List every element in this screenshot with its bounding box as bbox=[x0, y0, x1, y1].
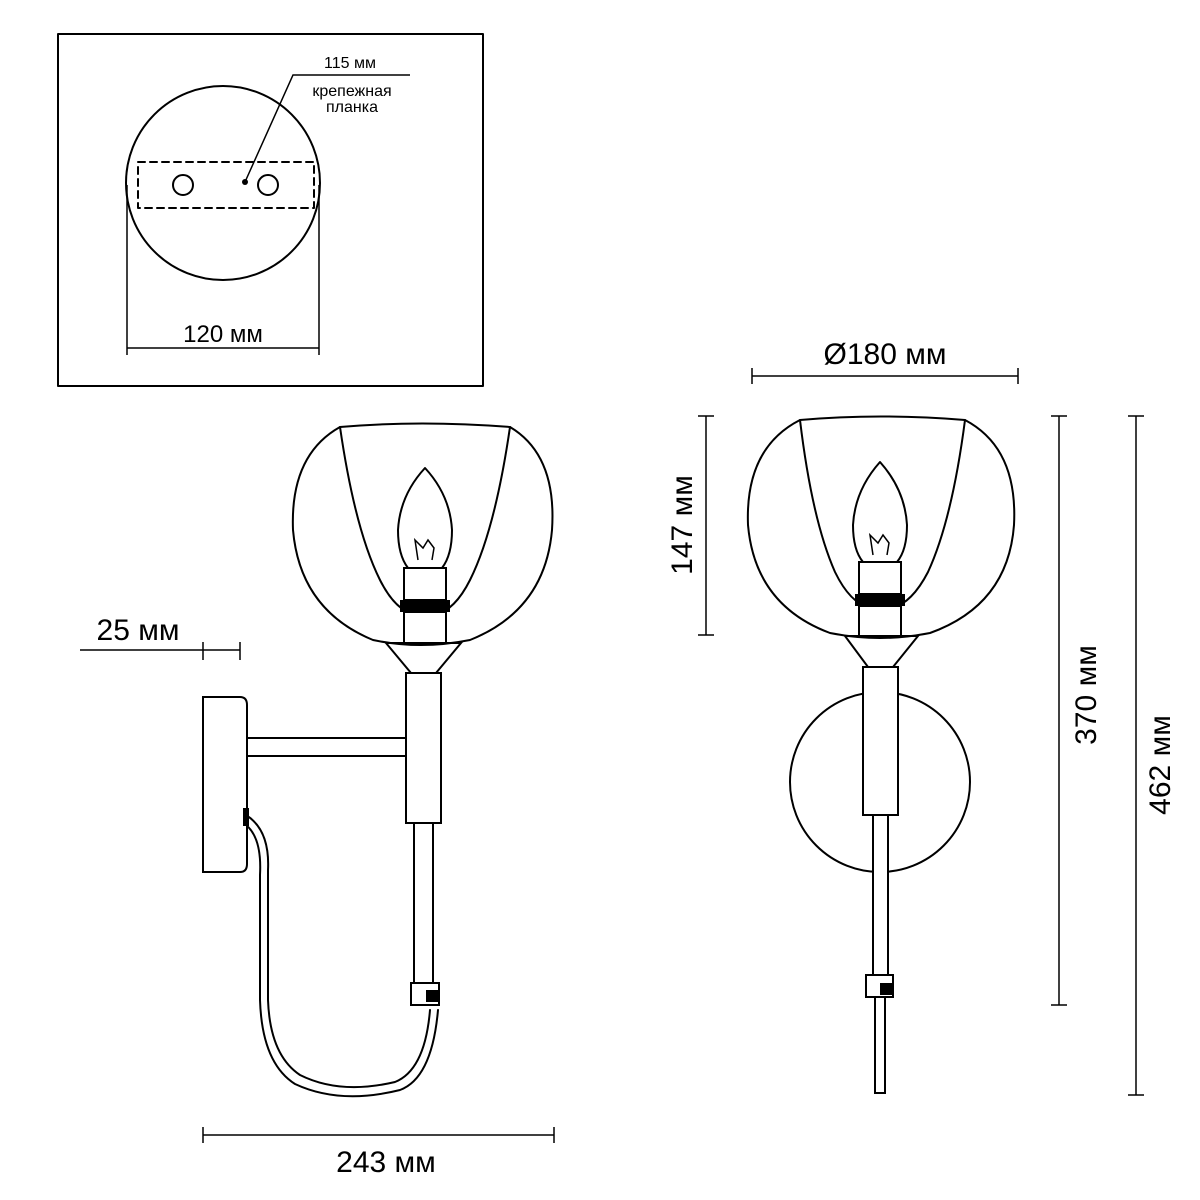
side-cable-inner bbox=[245, 824, 439, 1098]
diameter-label: Ø180 мм bbox=[824, 338, 947, 371]
mounting-plate-inset: 115 мм крепежная планка 120 мм bbox=[57, 33, 484, 387]
inset-frame bbox=[57, 33, 484, 387]
side-shade-outer bbox=[291, 422, 554, 646]
side-shade-petal-right bbox=[434, 426, 511, 616]
bracket-size-label: 115 мм bbox=[324, 55, 376, 72]
front-socket bbox=[858, 561, 902, 595]
side-socket-ring bbox=[400, 600, 450, 612]
screw-hole-right bbox=[257, 174, 279, 196]
side-socket bbox=[403, 567, 447, 601]
total-height-label: 462 мм bbox=[1144, 715, 1177, 815]
front-switch-mark bbox=[880, 983, 892, 995]
side-shade-petal-left bbox=[339, 426, 416, 616]
front-socket-ring bbox=[855, 594, 905, 606]
side-cable-entry bbox=[243, 808, 249, 826]
front-bulb bbox=[852, 461, 908, 563]
bracket-name-label-2: планка bbox=[326, 99, 378, 116]
side-body-tube bbox=[405, 672, 442, 824]
body-height-label: 370 мм bbox=[1070, 645, 1103, 745]
front-shade-petal-right bbox=[891, 419, 966, 609]
front-cable-end bbox=[874, 996, 886, 1094]
front-cone bbox=[843, 635, 921, 668]
side-wall-mount bbox=[202, 696, 248, 873]
bracket-name-label-1: крепежная bbox=[312, 83, 391, 100]
front-shade-petal-left bbox=[799, 419, 871, 609]
bracket-leader-line bbox=[244, 74, 410, 183]
screw-hole-left bbox=[172, 174, 194, 196]
plate-width-label: 120 мм bbox=[183, 321, 263, 348]
side-cone bbox=[383, 642, 464, 674]
shade-height-label: 147 мм bbox=[666, 475, 699, 575]
front-view: Ø180 мм 147 мм 370 мм 462 мм bbox=[666, 338, 1177, 1096]
side-rod bbox=[413, 822, 434, 984]
side-bulb-filament bbox=[413, 537, 435, 561]
side-switch-mark bbox=[426, 990, 438, 1002]
side-bulb bbox=[397, 467, 453, 569]
side-arm bbox=[246, 737, 408, 757]
front-bulb-filament bbox=[868, 532, 890, 556]
plate-circle bbox=[125, 85, 321, 281]
front-rod bbox=[872, 814, 889, 981]
side-socket-base bbox=[403, 611, 447, 644]
side-view: 25 мм 243 мм bbox=[80, 422, 555, 1179]
depth-offset-label: 25 мм bbox=[97, 614, 180, 647]
front-socket-base bbox=[858, 605, 902, 637]
side-width-label: 243 мм bbox=[336, 1146, 436, 1179]
side-cable-outer bbox=[245, 814, 431, 1089]
mounting-bracket-outline bbox=[137, 161, 315, 209]
front-body-tube bbox=[862, 666, 899, 816]
